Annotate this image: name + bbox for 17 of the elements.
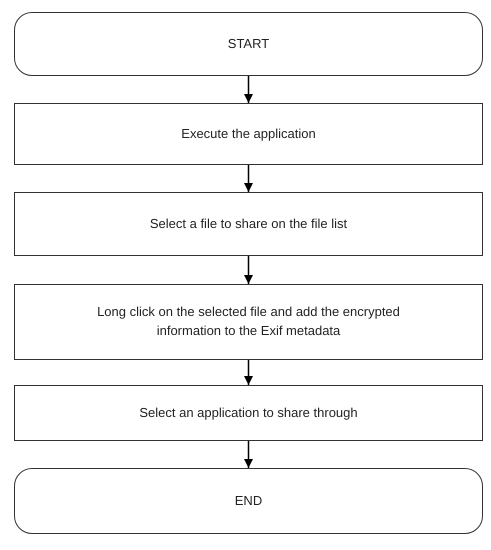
- terminal-box: [14, 12, 483, 76]
- arrow: [244, 441, 253, 468]
- step-text: Select a file to share on the file list: [150, 214, 348, 233]
- arrow: [244, 256, 253, 284]
- arrow: [244, 360, 253, 385]
- terminal-box: [14, 468, 483, 534]
- arrow: [244, 76, 253, 103]
- step-text: Select an application to share through: [139, 404, 358, 422]
- process-box: [14, 385, 483, 441]
- arrow: [244, 165, 253, 192]
- step-text: END: [234, 492, 262, 510]
- step-text: Execute the application: [181, 124, 316, 143]
- process-box: [14, 284, 483, 360]
- process-box: [14, 103, 483, 165]
- process-box: [14, 192, 483, 256]
- step-text: START: [228, 34, 270, 53]
- step-text: Long click on the selected file and add the encrypted information to the Exif metadata: [96, 303, 401, 340]
